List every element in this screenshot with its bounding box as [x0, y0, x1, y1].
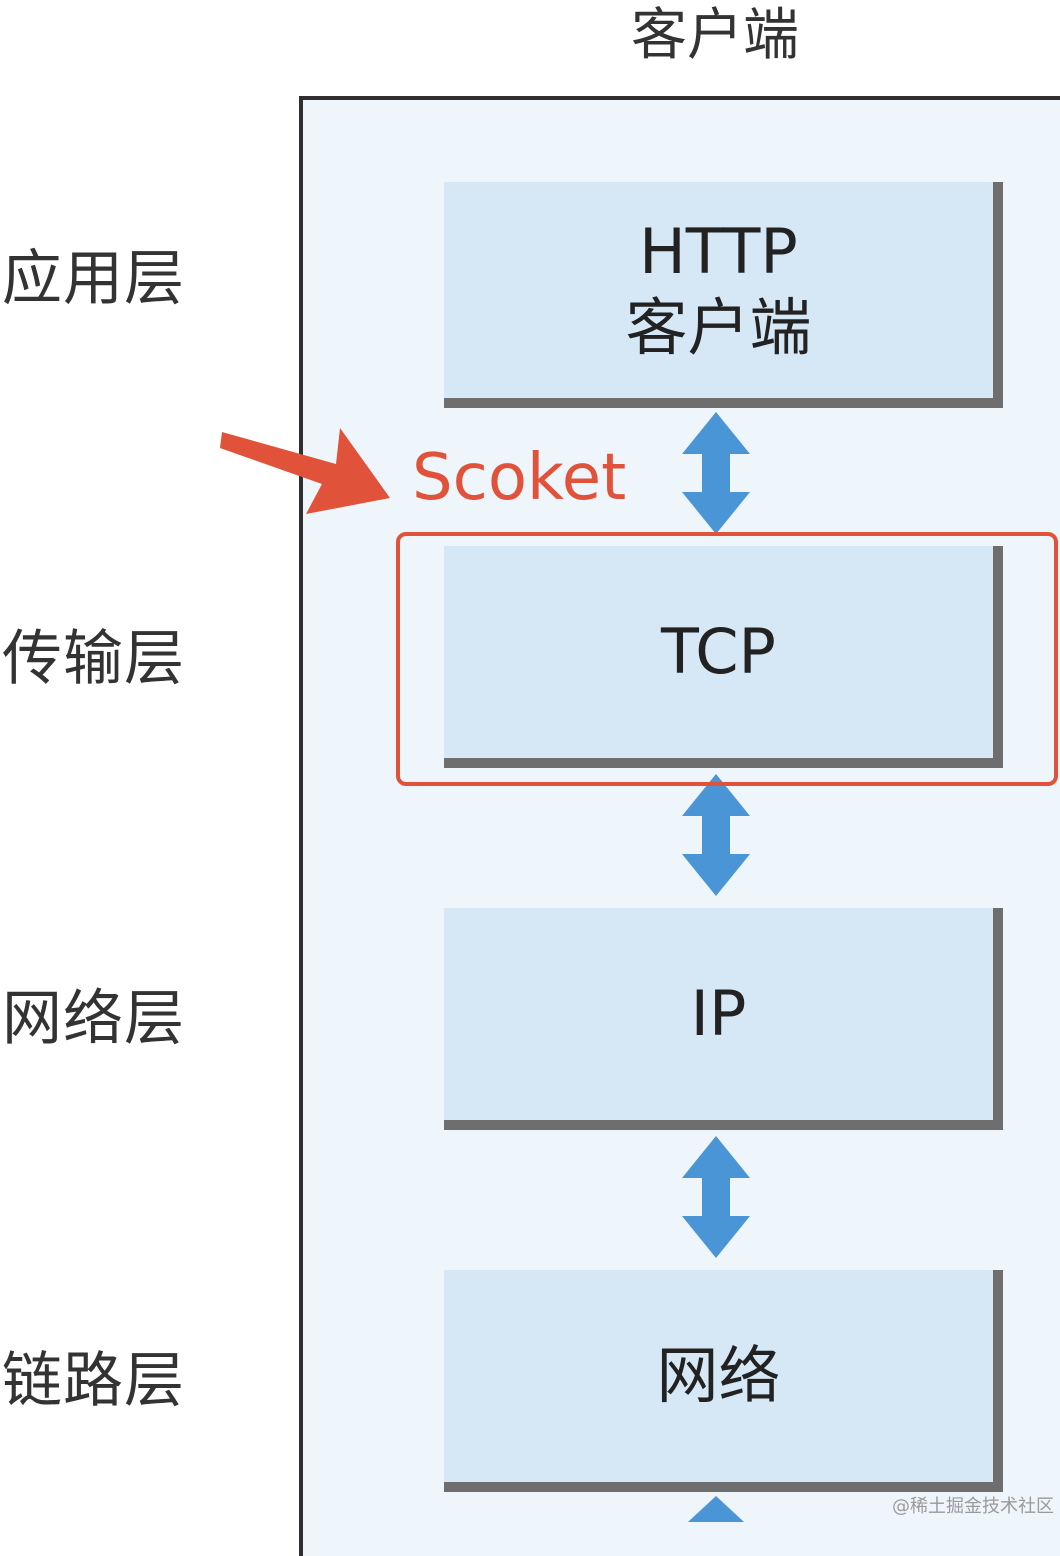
- ip-box-label: IP: [690, 977, 747, 1050]
- tcp-box-label: TCP: [661, 615, 776, 688]
- network-box-label: 网络: [656, 1339, 781, 1412]
- tcp-box: TCP: [444, 546, 1003, 768]
- double-arrow-icon: [682, 1136, 750, 1258]
- layer-label-link: 链路层: [2, 1346, 185, 1416]
- double-arrow-icon: [682, 412, 750, 534]
- double-arrow-icon: [682, 774, 750, 896]
- layer-label-network: 网络层: [2, 984, 185, 1054]
- client-title: 客户端: [631, 3, 799, 68]
- watermark: @稀土掘金技术社区: [892, 1496, 1054, 1517]
- network-box: 网络: [444, 1270, 1003, 1492]
- up-arrow-icon: [688, 1496, 744, 1522]
- socket-highlight-box: [396, 532, 1058, 786]
- http-client-box: HTTP 客户端: [444, 182, 1003, 408]
- ip-box: IP: [444, 908, 1003, 1130]
- layer-label-application: 应用层: [2, 244, 185, 314]
- http-box-line-2: 客户端: [625, 291, 812, 364]
- pointer-arrow-icon: [220, 428, 390, 514]
- layer-label-transport: 传输层: [2, 624, 185, 694]
- socket-label: Scoket: [412, 441, 627, 515]
- http-box-line-1: HTTP: [639, 215, 798, 288]
